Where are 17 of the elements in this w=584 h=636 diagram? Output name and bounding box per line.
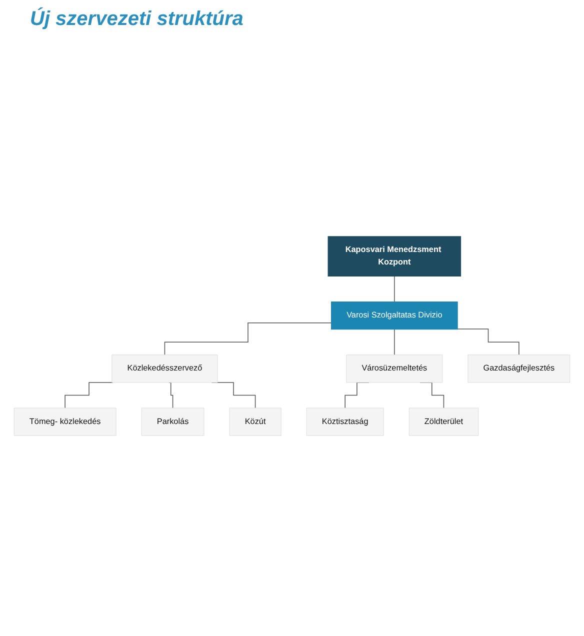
node-box: Parkolás — [141, 408, 204, 436]
connector — [457, 328, 520, 356]
node-box: Gazdaságfejlesztés — [468, 354, 570, 383]
node-box: Varosi Szolgaltatas Divizio — [331, 302, 458, 330]
node-box: Tömeg- közlekedés — [14, 408, 116, 436]
diagram-title: Új szervezeti struktúra — [30, 8, 244, 31]
node-box: Városüzemeltetés — [346, 354, 443, 383]
connector — [64, 382, 114, 408]
connector — [394, 276, 395, 302]
connector — [168, 382, 174, 408]
connector — [394, 328, 395, 356]
node-box: Zöldterület — [408, 408, 479, 436]
connector — [164, 322, 332, 356]
node-box: Közlekedésszervező — [112, 354, 218, 383]
node-box: Köztisztaság — [306, 408, 384, 436]
node-box: Közút — [229, 408, 282, 436]
node-box: Kaposvari Menedzsment Kozpont — [328, 236, 462, 276]
